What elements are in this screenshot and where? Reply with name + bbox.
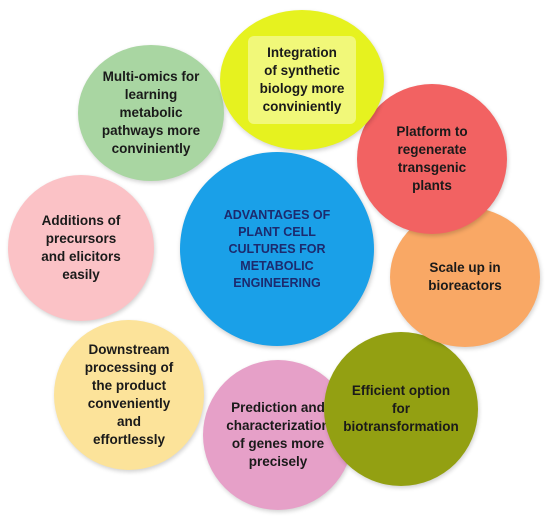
circle-multi-omics: Multi-omics for learning metabolic pathw… (78, 45, 224, 181)
circle-integration: Integration of synthetic biology more co… (220, 10, 384, 150)
circle-platform: Platform to regenerate transgenic plants (357, 84, 507, 234)
label-additions: Additions of precursors and elicitors ea… (41, 213, 121, 282)
center-title: ADVANTAGES OF PLANT CELL CULTURES FOR ME… (223, 207, 331, 290)
label-integration: Integration of synthetic biology more co… (259, 45, 345, 114)
label-downstream: Downstream processing of the product con… (84, 342, 174, 447)
label-prediction: Prediction and characterization of genes… (226, 400, 330, 469)
circle-additions: Additions of precursors and elicitors ea… (8, 175, 154, 321)
text-highlight-box (248, 36, 356, 124)
center-circle: ADVANTAGES OF PLANT CELL CULTURES FOR ME… (180, 152, 374, 346)
circle-biotransformation: Efficient option for biotransformation (324, 332, 478, 486)
label-platform: Platform to regenerate transgenic plants (396, 124, 468, 193)
label-multi-omics: Multi-omics for learning metabolic pathw… (101, 69, 201, 156)
label-biotransformation: Efficient option for biotransformation (343, 383, 459, 434)
circle-downstream: Downstream processing of the product con… (54, 320, 204, 470)
label-scale-up: Scale up in bioreactors (428, 260, 502, 293)
